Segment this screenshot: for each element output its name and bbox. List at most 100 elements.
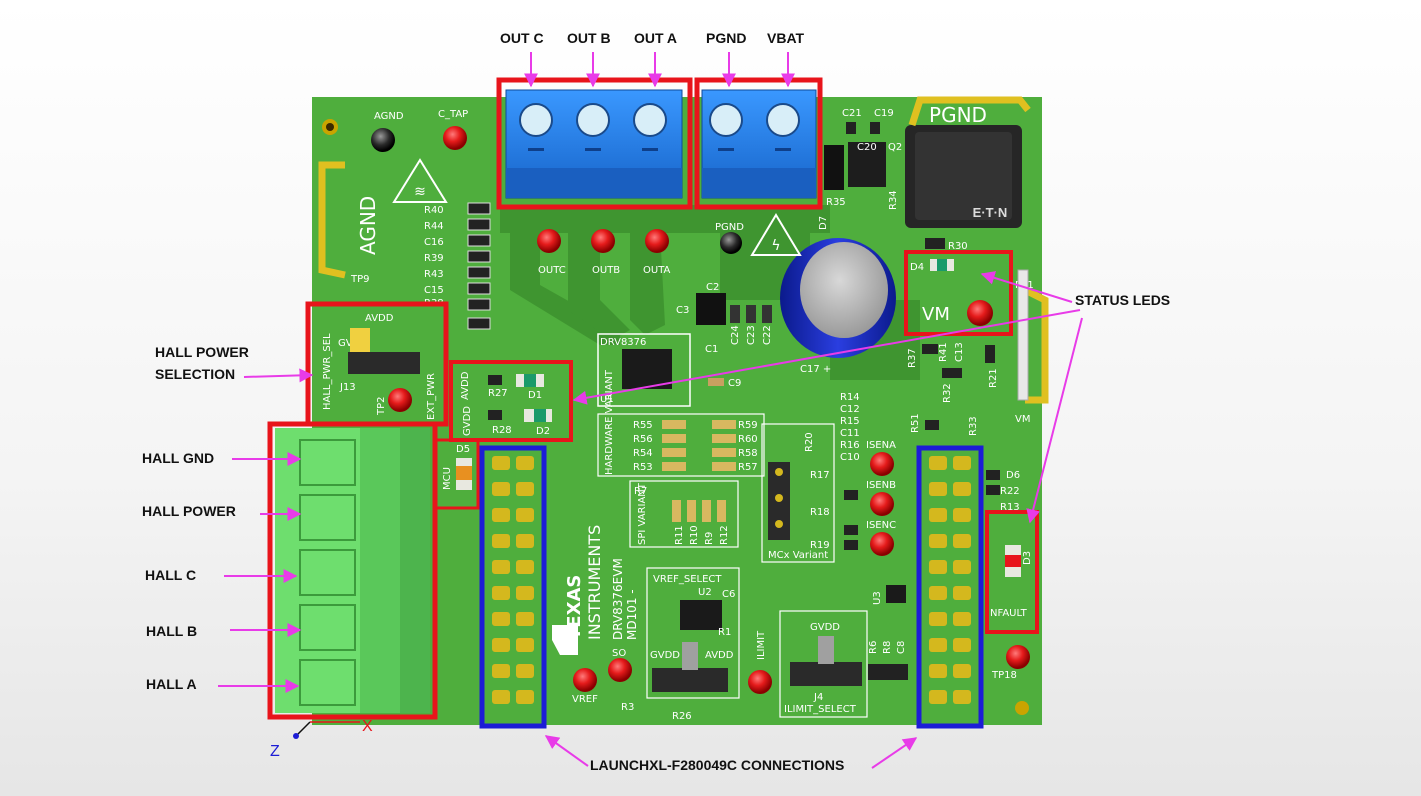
hw-variant-res-left: R55 R56 R54 R53 [633,420,686,473]
vref-select-label: VREF_SELECT [653,574,722,585]
r30-label: R30 [948,241,968,252]
u1-label: U1 [600,394,614,405]
svg-text:C9: C9 [728,378,741,389]
hw-variant-res-right: R59 R60 R58 R57 [712,420,758,473]
svg-text:C23: C23 [746,325,757,345]
svg-text:C8: C8 [896,641,907,654]
svg-text:R15: R15 [840,416,860,427]
cap-stack: R14 C12 R15 C11 R16 C10 [840,392,860,463]
q2-label: Q2 [888,142,902,153]
c-tap-label: C_TAP [438,109,468,120]
j13-label: J13 [339,382,356,393]
isenb-testpoint [870,492,894,516]
ic-name-label: DRV8376 [600,337,646,348]
avdd-j13-label: AVDD [365,313,394,324]
ti-logo-icon [552,625,578,655]
c19-label: C19 [874,108,894,119]
r28-label: R28 [492,425,512,436]
svg-text:R39: R39 [424,253,444,264]
vm-tp-label: VM [1015,414,1030,425]
agnd-big-label: AGND [356,196,380,255]
isenc-label: ISENC [866,520,896,531]
r37-label: R37 [907,348,918,368]
svg-text:R11: R11 [674,525,685,545]
outb-label: OUTB [592,265,620,276]
isena-testpoint [870,452,894,476]
svg-text:C3: C3 [676,305,689,316]
left-launchpad-header-highlight [479,445,547,729]
r33-label: R33 [968,416,979,436]
gold-wire-top [908,96,1031,127]
vref-jumper [652,668,728,692]
svg-text:C12: C12 [840,404,860,415]
svg-text:R56: R56 [633,434,653,445]
hardware-variant-box [597,413,765,477]
tp18-label: TP18 [991,670,1017,681]
evm-name-1: DRV8376EVM [611,558,625,640]
gold-wire-right [1023,286,1049,404]
c21-label: C21 [842,108,862,119]
hall-b-callout: HALL B [146,623,198,639]
mcu-led-box [434,438,480,510]
gvdd-led-label: GVDD [462,406,473,436]
vm-led-highlight [904,250,1013,336]
ilimit-label: ILIMIT [756,630,767,660]
svg-text:C15: C15 [424,285,444,296]
status-leds-callout: STATUS LEDS [1075,292,1171,308]
pgnd-callout: PGND [706,30,747,46]
drv8376-ic [622,349,672,389]
svg-text:C22: C22 [762,325,773,345]
callout-arrows [218,52,1083,769]
hardware-variant-label: HARDWARE VARIANT [604,369,615,475]
svg-text:C16: C16 [424,237,444,248]
svg-text:R19: R19 [810,540,830,551]
svg-text:R9: R9 [704,532,715,545]
x-axis-label: X [362,718,373,735]
gvdd-vref-label: GVDD [650,650,680,661]
tp9-label: TP9 [350,274,370,285]
ilimit-select-label: ILIMIT_SELECT [784,704,857,715]
svg-text:R10: R10 [689,525,700,545]
r34-label: R34 [888,190,899,210]
hall-pwr-sel-label: HALL_PWR_SEL [322,333,333,410]
tp2-label: TP2 [376,396,387,416]
isenb-label: ISENB [866,480,896,491]
svg-text:C1: C1 [705,344,718,355]
hall-a-callout: HALL A [146,676,197,692]
z-axis-label: Z [270,743,280,760]
svg-text:R40: R40 [424,205,444,216]
c-tap-testpoint [443,126,467,150]
r27-label: R27 [488,388,508,399]
hall-power-selection-callout-1: HALL POWER [155,344,249,360]
vref-label: VREF [572,694,598,705]
right-launchpad-header-highlight [916,445,984,729]
terminal-screws [519,103,667,151]
r22-label: R22 [1000,486,1020,497]
svg-text:R6: R6 [868,641,879,654]
ilimit-select-box [779,610,868,718]
eaton-logo: E·T·N [973,205,1008,220]
r32-label: R32 [942,383,953,403]
svg-text:C24: C24 [730,325,741,345]
svg-text:R53: R53 [633,462,653,473]
mcx-variant-box [761,423,835,563]
ilimit-jumper [790,662,862,686]
out-a-callout: OUT A [634,30,678,46]
supply-led-highlight [449,360,573,442]
high-voltage-warning-icon [750,213,802,256]
svg-text:U3: U3 [872,591,883,605]
c17-label: C17 + [800,364,831,375]
u2-label: U2 [698,587,712,598]
out-b-callout: OUT B [567,30,611,46]
r51-label: R51 [910,413,921,433]
ti-logo-text-1: TEXAS [564,575,585,640]
ti-logo-text-2: INSTRUMENTS [585,525,604,640]
avdd-vref-label: AVDD [705,650,734,661]
gvd-label: GVD [338,338,361,349]
spi-variant-box [629,480,739,548]
outa-testpoint [645,229,669,253]
launchxl-callout: LAUNCHXL-F280049C CONNECTIONS [590,757,845,773]
svg-text:R17: R17 [810,470,830,481]
power-input-highlight [694,77,823,210]
svg-text:R16: R16 [840,440,860,451]
